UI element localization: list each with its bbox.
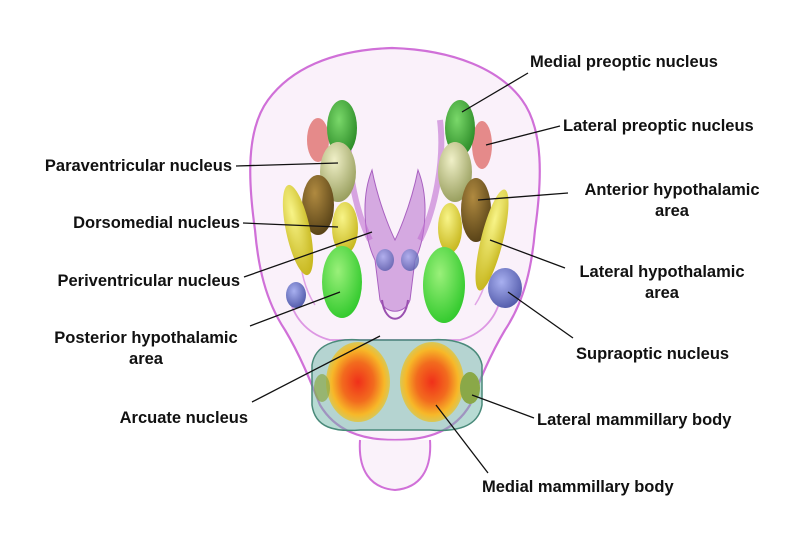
label-medial-preoptic: Medial preoptic nucleus xyxy=(530,53,718,71)
leader-lateral-mammillary xyxy=(471,394,535,419)
medial-mammillary-right xyxy=(400,342,464,422)
dorsomedial-right xyxy=(438,203,462,253)
label-posterior-hypothalamic-line2: area xyxy=(129,350,163,368)
leader-periventricular xyxy=(243,231,373,278)
label-anterior-hypothalamic-line1: Anterior hypothalamic xyxy=(584,181,760,199)
anterior-hypothalamic-right xyxy=(461,178,491,242)
leader-arcuate xyxy=(251,335,381,403)
medial-mammillary-left xyxy=(326,342,390,422)
medial-preoptic-left xyxy=(327,100,357,156)
brown-nucleus-left xyxy=(302,175,334,235)
label-paraventricular: Paraventricular nucleus xyxy=(44,157,232,175)
left-nuclei xyxy=(282,100,362,318)
label-posterior-hypothalamic-line1: Posterior hypothalamic xyxy=(54,329,238,347)
leader-posterior-hypothalamic xyxy=(249,291,341,327)
right-nuclei xyxy=(423,100,522,323)
leader-medial-mammillary xyxy=(435,404,489,474)
label-lateral-mammillary: Lateral mammillary body xyxy=(537,411,732,429)
posterior-hypothalamic-right xyxy=(423,247,465,323)
label-arcuate: Arcuate nucleus xyxy=(119,409,248,427)
label-posterior-hypothalamic: Posterior hypothalamic area xyxy=(40,328,252,370)
leader-paraventricular xyxy=(235,162,339,167)
label-supraoptic: Supraoptic nucleus xyxy=(576,345,730,363)
label-periventricular: Periventricular nucleus xyxy=(57,272,241,290)
label-lateral-hypothalamic: Lateral hypothalamic area xyxy=(556,262,768,304)
label-lateral-hypothalamic-line2: area xyxy=(645,284,679,302)
paraventricular-right xyxy=(438,142,472,202)
leader-lateral-hypothalamic xyxy=(489,239,566,269)
pink-nucleus-right xyxy=(472,121,492,169)
lateral-hypothalamic-right xyxy=(475,189,509,291)
mammillary-region xyxy=(311,338,483,432)
medial-preoptic-right xyxy=(445,100,475,156)
label-lateral-preoptic: Lateral preoptic nucleus xyxy=(563,117,754,135)
supraoptic-right xyxy=(488,268,522,308)
yellow-nucleus-left xyxy=(282,184,314,276)
label-anterior-hypothalamic-line2: area xyxy=(655,202,689,220)
blue-nucleus-left xyxy=(286,282,306,308)
midline-blue-left xyxy=(376,249,394,271)
leader-medial-preoptic xyxy=(461,72,529,113)
label-dorsomedial: Dorsomedial nucleus xyxy=(73,214,240,232)
pink-nucleus-left xyxy=(307,118,329,162)
label-lateral-hypothalamic-line1: Lateral hypothalamic xyxy=(579,263,745,281)
leader-dorsomedial xyxy=(242,222,339,228)
posterior-hypothalamic-left xyxy=(322,246,362,318)
leader-supraoptic xyxy=(507,291,574,339)
leader-lateral-preoptic xyxy=(485,125,561,146)
midline-blue-right xyxy=(401,249,419,271)
lateral-mammillary-left xyxy=(314,374,330,402)
lateral-mammillary-right xyxy=(460,372,480,404)
dorsomedial-left xyxy=(332,202,358,254)
leader-lines xyxy=(235,72,574,474)
label-medial-mammillary: Medial mammillary body xyxy=(482,478,674,496)
leader-anterior-hypothalamic xyxy=(477,192,569,201)
label-anterior-hypothalamic: Anterior hypothalamic area xyxy=(566,180,778,222)
